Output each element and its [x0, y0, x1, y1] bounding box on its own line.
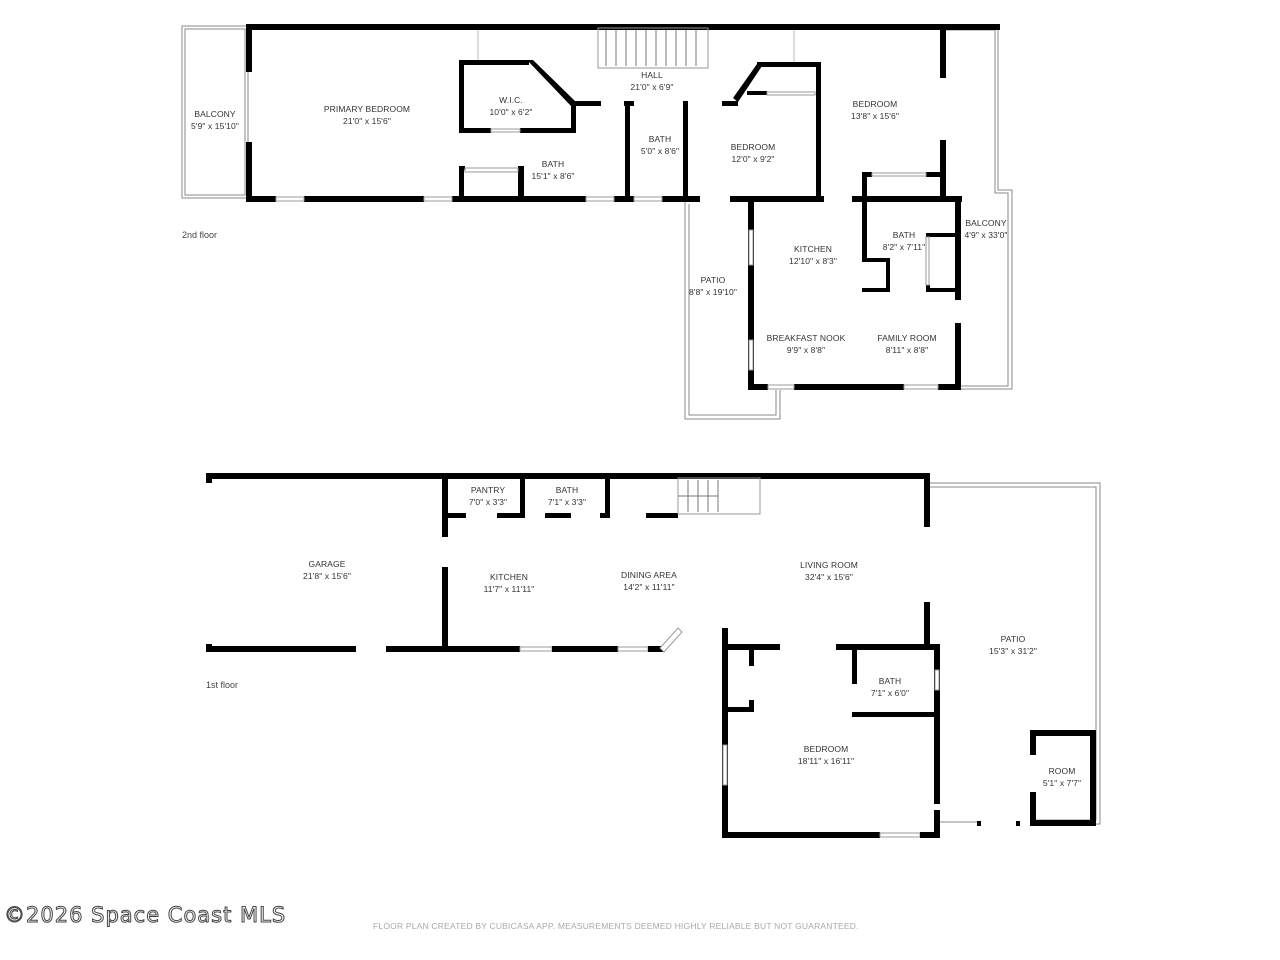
- room-balcony-left: BALCONY 5'9" x 15'10": [191, 108, 239, 132]
- room-bath-hall: BATH 5'0" x 8'6": [641, 133, 679, 157]
- first-floor-plan: [206, 473, 1101, 838]
- room-bedroom-1st: BEDROOM 18'11" x 16'11": [798, 743, 854, 767]
- room-name: BALCONY: [965, 218, 1007, 228]
- room-name: BATH: [892, 230, 916, 240]
- room-name: KITCHEN: [793, 244, 833, 254]
- room-name: BEDROOM: [803, 744, 849, 754]
- room-dimensions: 21'8" x 15'6": [303, 571, 351, 581]
- room-name: FAMILY ROOM: [877, 333, 937, 343]
- room-dimensions: 8'8" x 19'10": [689, 287, 737, 297]
- room-name: W.I.C.: [499, 95, 523, 105]
- room-wic: W.I.C. 10'0" x 6'2": [489, 94, 532, 118]
- room-bedroom-large: BEDROOM 13'8" x 15'6": [851, 98, 899, 122]
- room-kitchen-2nd: KITCHEN 12'10" x 8'3": [789, 243, 837, 267]
- room-dimensions: 5'1" x 7'7": [1042, 778, 1082, 788]
- room-dimensions: 12'10" x 8'3": [789, 256, 837, 266]
- room-name: BEDROOM: [730, 142, 776, 152]
- room-living-room: LIVING ROOM 32'4" x 15'6": [800, 559, 858, 583]
- room-dimensions: 7'1" x 6'0": [870, 688, 910, 698]
- room-bath-1st: BATH 7'1" x 6'0": [871, 675, 909, 699]
- room-patio-1st: PATIO 15'3" x 31'2": [989, 633, 1037, 657]
- room-bath-half: BATH 7'1" x 3'3": [548, 484, 586, 508]
- room-dimensions: 14'2" x 11'11": [623, 582, 675, 592]
- floor-label-2nd: 2nd floor: [182, 230, 218, 240]
- room-dimensions: 7'1" x 3'3": [547, 497, 587, 507]
- room-garage: GARAGE 21'8" x 15'6": [303, 558, 351, 582]
- room-bedroom-small: BEDROOM 12'0" x 9'2": [731, 141, 776, 165]
- room-patio-2nd: PATIO 8'8" x 19'10": [689, 274, 737, 298]
- room-name: HALL: [641, 70, 663, 80]
- room-kitchen-1st: KITCHEN 11'7" x 11'11": [484, 571, 535, 595]
- room-primary-bedroom: PRIMARY BEDROOM 21'0" x 15'6": [324, 103, 410, 127]
- room-name: BATH: [648, 134, 672, 144]
- room-name: BEDROOM: [852, 99, 898, 109]
- room-name: KITCHEN: [489, 572, 529, 582]
- room-name: DINING AREA: [621, 570, 677, 580]
- room-dimensions: 15'1" x 8'6": [531, 171, 575, 181]
- second-floor-plan: [181, 24, 1013, 420]
- room-name: BALCONY: [194, 109, 236, 119]
- room-name: ROOM: [1048, 766, 1076, 776]
- room-dimensions: 8'11" x 8'8": [885, 345, 929, 355]
- room-dimensions: 13'8" x 15'6": [851, 111, 899, 121]
- room-name: BREAKFAST NOOK: [766, 333, 846, 343]
- room-dimensions: 5'9" x 15'10": [191, 121, 239, 131]
- room-name: BATH: [555, 485, 579, 495]
- room-dimensions: 21'0" x 6'9": [630, 82, 674, 92]
- room-name: BATH: [541, 159, 565, 169]
- room-balcony-right: BALCONY 4'9" x 33'0": [964, 217, 1007, 241]
- room-name: LIVING ROOM: [800, 560, 858, 570]
- room-name: GARAGE: [308, 559, 346, 569]
- room-dimensions: 10'0" x 6'2": [489, 107, 533, 117]
- floor-plan-disclaimer: FLOOR PLAN CREATED BY CUBICASA APP. MEAS…: [373, 921, 859, 931]
- room-dimensions: 5'0" x 8'6": [640, 146, 680, 156]
- room-small-room: ROOM 5'1" x 7'7": [1043, 765, 1081, 789]
- room-dimensions: 11'7" x 11'11": [483, 584, 535, 594]
- floor-label-1st: 1st floor: [206, 680, 239, 690]
- room-dimensions: 32'4" x 15'6": [805, 572, 853, 582]
- room-hall: HALL 21'0" x 6'9": [630, 69, 673, 93]
- room-primary-bath: BATH 15'1" x 8'6": [531, 158, 574, 182]
- room-dimensions: 21'0" x 15'6": [343, 116, 391, 126]
- room-dimensions: 15'3" x 31'2": [989, 646, 1037, 656]
- room-dimensions: 7'0" x 3'3": [468, 497, 508, 507]
- room-name: PANTRY: [470, 485, 506, 495]
- room-dimensions: 18'11" x 16'11": [797, 756, 855, 766]
- mls-watermark: ©2026 Space Coast MLS: [3, 903, 287, 928]
- room-bath-2nd-right: BATH 8'2" x 7'11": [883, 229, 925, 253]
- room-breakfast-nook: BREAKFAST NOOK 9'9" x 8'8": [767, 332, 846, 356]
- room-pantry: PANTRY 7'0" x 3'3": [469, 484, 507, 508]
- room-dimensions: 12'0" x 9'2": [731, 154, 775, 164]
- room-name: BATH: [878, 676, 902, 686]
- room-dimensions: 8'2" x 7'11": [882, 242, 926, 252]
- room-family-room: FAMILY ROOM 8'11" x 8'8": [877, 332, 936, 356]
- room-dimensions: 9'9" x 8'8": [786, 345, 826, 355]
- room-name: PATIO: [700, 275, 726, 285]
- room-dimensions: 4'9" x 33'0": [964, 230, 1008, 240]
- room-dining-area: DINING AREA 14'2" x 11'11": [621, 569, 677, 593]
- room-name: PATIO: [1000, 634, 1026, 644]
- room-name: PRIMARY BEDROOM: [323, 104, 411, 114]
